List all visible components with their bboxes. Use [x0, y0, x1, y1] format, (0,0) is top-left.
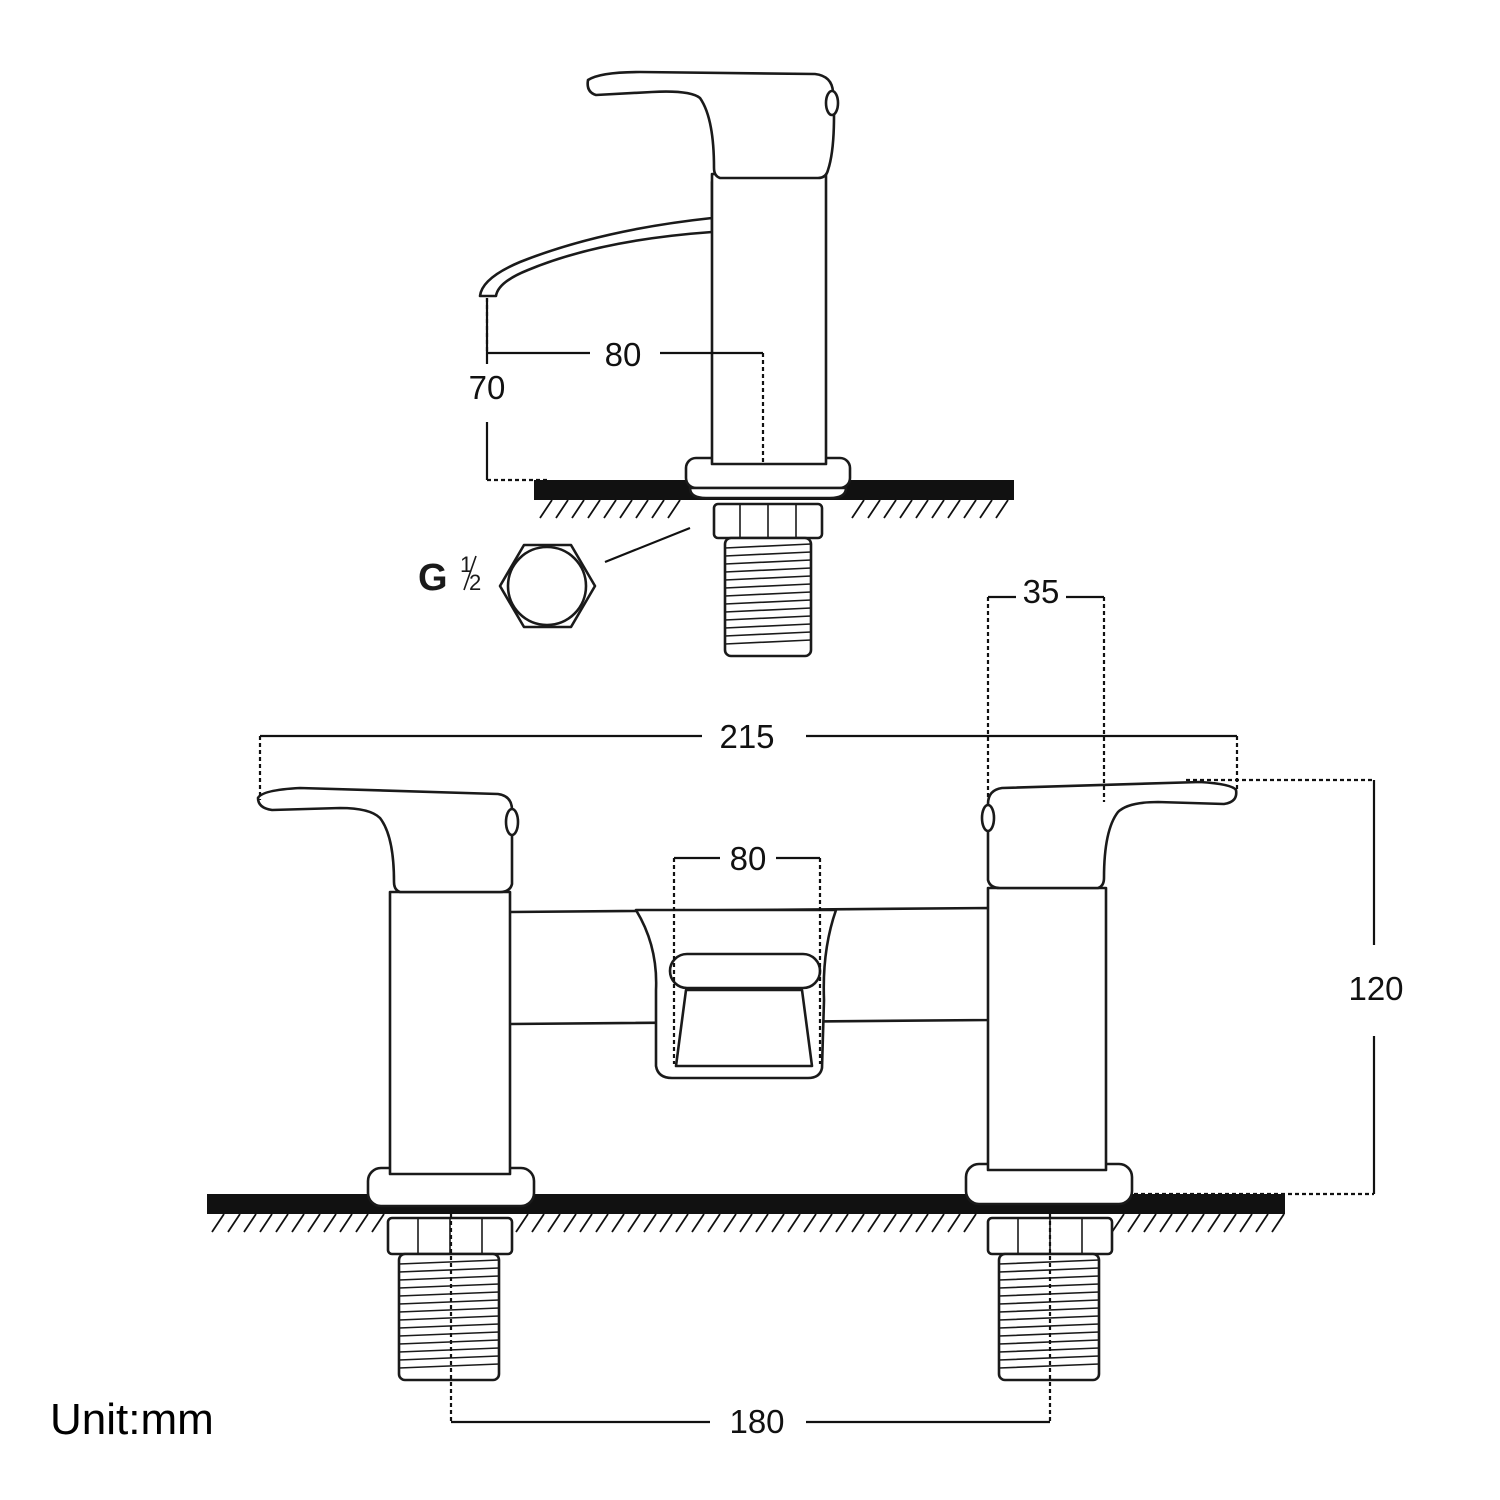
bath-height-label: 120	[1348, 970, 1403, 1007]
bath-overall-width-label: 215	[719, 718, 774, 755]
thread-size-fraction-numerator: 1	[460, 552, 472, 577]
bath-left-lever-handle	[256, 786, 514, 894]
basin-waterfall-spout	[478, 180, 714, 298]
basin-threaded-shank	[712, 502, 824, 658]
bath-spout-outlet	[668, 952, 822, 990]
bath-left-pillar	[388, 890, 512, 1176]
bath-handle-width-label: 35	[1023, 573, 1060, 610]
bath-centres-label: 180	[729, 1403, 784, 1440]
basin-tap-drawing: 80 70	[469, 70, 1014, 658]
basin-spout-reach-label: 80	[605, 336, 642, 373]
thread-size-fraction-denominator: 2	[469, 570, 481, 595]
thread-size-callout: G 1 2	[418, 526, 691, 629]
bath-spout-face	[674, 988, 814, 1068]
basin-tap-body	[710, 172, 828, 466]
bath-right-threaded-shank	[986, 1216, 1114, 1382]
bath-right-pillar	[986, 886, 1108, 1172]
bath-filler-drawing: 215 35 80 120 180	[207, 573, 1404, 1440]
bath-spout-width-label: 80	[730, 840, 767, 877]
unit-label: Unit:mm	[50, 1395, 214, 1444]
hex-nut-bore	[506, 545, 588, 627]
basin-spout-height-label: 70	[469, 369, 506, 406]
bath-waterfall-spout	[634, 908, 838, 1080]
hex-nut-icon	[498, 543, 597, 629]
bath-right-handle-indicator-dot	[980, 803, 996, 833]
bath-left-handle-indicator-dot	[504, 807, 520, 837]
basin-base-ring	[688, 486, 848, 500]
thread-size-prefix: G	[418, 557, 448, 599]
thread-callout-leader	[604, 526, 691, 564]
basin-lever-handle	[586, 70, 836, 180]
bath-deck-hatching	[211, 1213, 1285, 1233]
basin-handle-indicator-dot	[824, 89, 840, 117]
bath-right-lever-handle	[986, 780, 1238, 890]
basin-deck-hatching	[539, 499, 1009, 519]
thread-fraction-bar	[463, 555, 477, 591]
